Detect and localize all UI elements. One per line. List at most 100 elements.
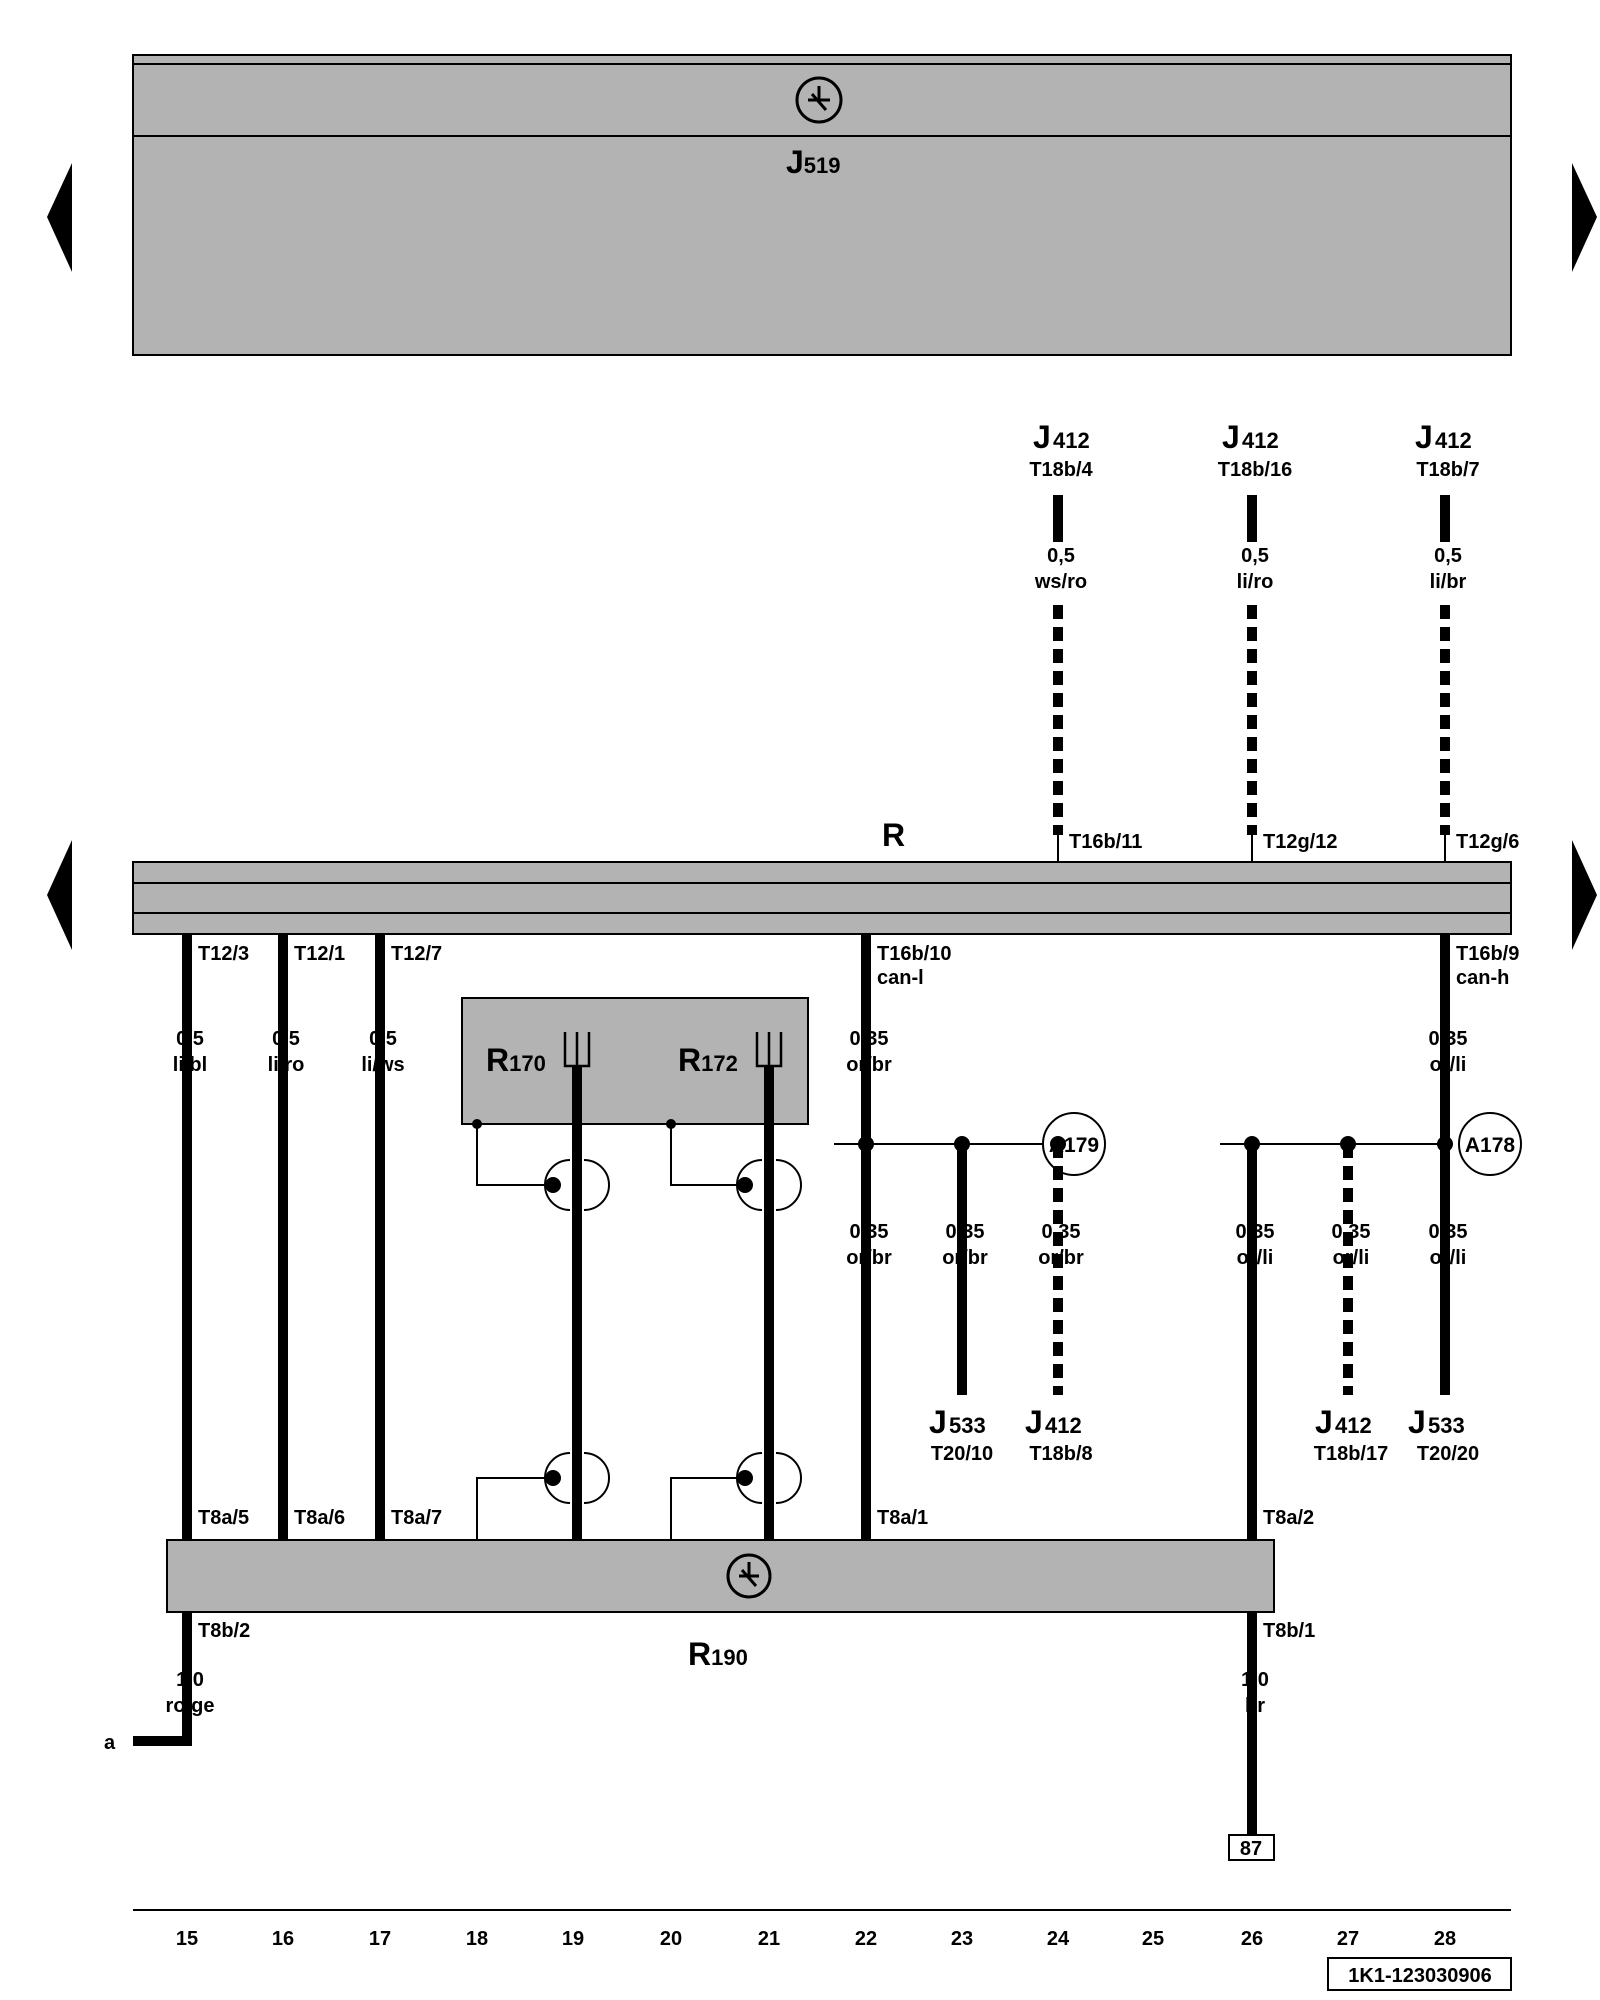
j519-module: J519: [132, 54, 1512, 356]
svg-text:21: 21: [758, 1928, 780, 1950]
svg-text:or/li: or/li: [1430, 1054, 1467, 1076]
wire-15: T12/3 0,5 li/bl T8a/5: [173, 934, 249, 1540]
svg-text:T20/10: T20/10: [931, 1443, 993, 1465]
svg-text:25: 25: [1142, 1928, 1164, 1950]
prev-page-arrow[interactable]: [47, 163, 72, 272]
svg-text:or/li: or/li: [1333, 1247, 1370, 1269]
track-numbers: 15 16 17 18 19 20 21 22 23 24 25 26 27 2…: [176, 1928, 1456, 1950]
svg-text:T18b/4: T18b/4: [1029, 459, 1093, 481]
next-page-arrow-r[interactable]: [1572, 840, 1597, 950]
svg-text:15: 15: [176, 1928, 198, 1950]
svg-text:or/br: or/br: [846, 1054, 892, 1076]
svg-text:or/br: or/br: [1038, 1247, 1084, 1269]
branch-26: 0,35 or/li T8a/2: [1236, 1144, 1314, 1540]
speaker-wires: [476, 1066, 802, 1540]
svg-text:J: J: [1033, 419, 1051, 455]
svg-text:0,35: 0,35: [850, 1028, 889, 1050]
branch-27: 0,35 or/li J 412 T18b/17: [1314, 1144, 1388, 1465]
svg-text:J: J: [1222, 419, 1240, 455]
r190-label: R190: [688, 1636, 748, 1672]
branch-23: 0,35 or/br J 533 T20/10: [929, 1144, 993, 1465]
svg-text:0,5: 0,5: [1434, 545, 1462, 567]
svg-text:J: J: [1415, 419, 1433, 455]
svg-text:J: J: [929, 1404, 947, 1440]
svg-text:22: 22: [855, 1928, 877, 1950]
svg-text:ro/ge: ro/ge: [166, 1695, 215, 1717]
svg-text:412: 412: [1335, 1413, 1372, 1438]
svg-text:a: a: [104, 1732, 116, 1754]
svg-text:0,5: 0,5: [1241, 545, 1269, 567]
svg-text:T8a/2: T8a/2: [1263, 1507, 1314, 1529]
svg-text:1K1-123030906: 1K1-123030906: [1348, 1965, 1491, 1987]
r190-out-right: T8b/1 1,0 br 87: [1228, 1612, 1315, 1861]
svg-text:0,35: 0,35: [1236, 1221, 1275, 1243]
r172-label: R172: [678, 1042, 738, 1078]
svg-text:27: 27: [1337, 1928, 1359, 1950]
can-low-wire: T16b/10 can-l 0,35 or/br 0,35 or/br T8a/…: [846, 934, 951, 1540]
svg-text:J: J: [1025, 1404, 1043, 1440]
svg-text:19: 19: [562, 1928, 584, 1950]
svg-text:20: 20: [660, 1928, 682, 1950]
svg-text:can-h: can-h: [1456, 967, 1509, 989]
svg-text:0,5: 0,5: [1047, 545, 1075, 567]
svg-text:0,35: 0,35: [850, 1221, 889, 1243]
shield-junctions: [472, 1119, 753, 1486]
svg-text:412: 412: [1045, 1413, 1082, 1438]
svg-text:T16b/10: T16b/10: [877, 943, 951, 965]
svg-text:br: br: [1245, 1695, 1265, 1717]
svg-text:T8b/1: T8b/1: [1263, 1620, 1315, 1642]
wire-16: T12/1 0,5 li/ro T8a/6: [268, 934, 345, 1540]
svg-text:T12/3: T12/3: [198, 943, 249, 965]
svg-text:26: 26: [1241, 1928, 1263, 1950]
svg-text:0,35: 0,35: [946, 1221, 985, 1243]
branch-24: 0,35 or/br J 412 T18b/8: [1025, 1144, 1093, 1465]
svg-text:A178: A178: [1465, 1134, 1516, 1157]
top-ref-26: J 412 T18b/16 0,5 li/ro T12g/12: [1218, 419, 1337, 862]
svg-text:T8a/5: T8a/5: [198, 1507, 249, 1529]
svg-text:T20/20: T20/20: [1417, 1443, 1479, 1465]
svg-text:0,5: 0,5: [272, 1028, 300, 1050]
svg-text:412: 412: [1053, 428, 1090, 453]
svg-text:1,0: 1,0: [1241, 1669, 1269, 1691]
svg-text:18: 18: [466, 1928, 488, 1950]
svg-text:T18b/7: T18b/7: [1416, 459, 1479, 481]
control-unit-icon: [795, 76, 843, 124]
svg-text:or/br: or/br: [846, 1247, 892, 1269]
svg-text:23: 23: [951, 1928, 973, 1950]
svg-text:24: 24: [1047, 1928, 1070, 1950]
svg-text:0,5: 0,5: [369, 1028, 397, 1050]
doc-id-box: 1K1-123030906: [1327, 1957, 1512, 1991]
prev-page-arrow-r[interactable]: [47, 840, 72, 950]
svg-text:li/ro: li/ro: [268, 1054, 305, 1076]
svg-text:can-l: can-l: [877, 967, 924, 989]
svg-text:li/br: li/br: [1430, 571, 1467, 593]
svg-text:0,35: 0,35: [1429, 1221, 1468, 1243]
svg-text:T18b/17: T18b/17: [1314, 1443, 1388, 1465]
svg-text:li/ro: li/ro: [1237, 571, 1274, 593]
r170-r172-block: R170 R172: [461, 997, 809, 1125]
svg-text:533: 533: [1428, 1413, 1465, 1438]
svg-text:J: J: [1315, 1404, 1333, 1440]
svg-text:li/bl: li/bl: [173, 1054, 207, 1076]
svg-text:T16b/9: T16b/9: [1456, 943, 1519, 965]
svg-text:87: 87: [1240, 1838, 1262, 1860]
svg-text:T8a/6: T8a/6: [294, 1507, 345, 1529]
svg-text:T18b/8: T18b/8: [1029, 1443, 1092, 1465]
svg-text:T8a/7: T8a/7: [391, 1507, 442, 1529]
control-unit-icon: [726, 1553, 772, 1599]
svg-text:or/li: or/li: [1430, 1247, 1467, 1269]
svg-text:0,35: 0,35: [1042, 1221, 1081, 1243]
svg-text:28: 28: [1434, 1928, 1456, 1950]
r190-out-left: T8b/2 1,0 ro/ge a: [104, 1612, 250, 1754]
svg-text:T18b/16: T18b/16: [1218, 459, 1292, 481]
svg-text:0,5: 0,5: [176, 1028, 204, 1050]
can-high-wire: T16b/9 can-h 0,35 or/li 0,35 or/li J 533…: [1408, 934, 1519, 1465]
svg-text:16: 16: [272, 1928, 294, 1950]
r190-block: R190: [166, 1539, 1275, 1672]
next-page-arrow[interactable]: [1572, 163, 1597, 272]
bus-junction-dots: [858, 1136, 1453, 1152]
svg-text:or/br: or/br: [942, 1247, 988, 1269]
svg-text:17: 17: [369, 1928, 391, 1950]
svg-text:li/ws: li/ws: [361, 1054, 404, 1076]
